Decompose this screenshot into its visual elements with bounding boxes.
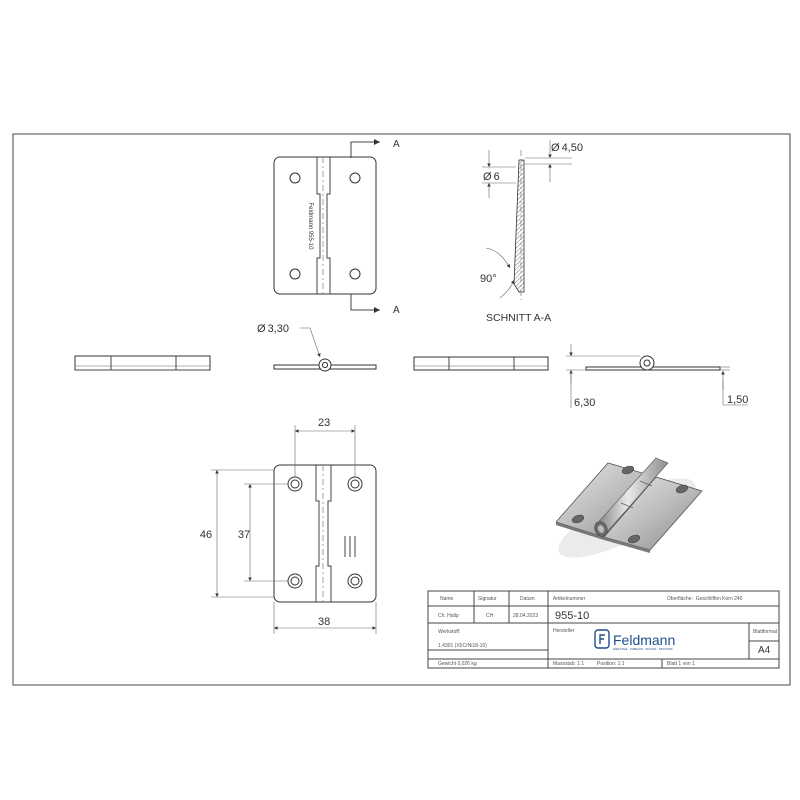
section-dia-outer: 4,50	[562, 142, 583, 154]
tb-blatt: Blatt 1 von 1	[667, 661, 695, 667]
section-marker-top: A	[393, 139, 400, 150]
tb-header-hersteller: Hersteller	[553, 628, 575, 634]
isometric-hinge-render	[555, 457, 703, 558]
tb-datum-value: 28.04.2023	[513, 613, 538, 619]
section-dia-inner: 6	[494, 171, 500, 183]
diameter-symbol: Ø	[483, 171, 492, 183]
logo-tagline: EDELSTAHL · ZUBEHÖR · TECHNIK · INDUSTRI…	[613, 647, 673, 651]
tb-werkstoff-value: 1.4301 (X5CrNi18-10)	[438, 643, 487, 649]
tb-header-datum: Datum	[520, 596, 535, 602]
tb-oberflaeche-value: Geschliffen Korn 240	[696, 596, 743, 602]
tb-header-blattformat: Blattformat	[753, 629, 778, 635]
top-front-view: Feldmann 955-10	[273, 156, 377, 295]
dim-total-height: 46	[200, 529, 212, 541]
part-engraving: Feldmann 955-10	[307, 202, 313, 250]
diameter-symbol: Ø	[551, 142, 560, 154]
drawing-frame	[12, 133, 791, 686]
svg-text:Oberfläche:Geschliffen Korn 24: Oberfläche:Geschliffen Korn 240	[667, 596, 743, 602]
side-view-right: 6,30 1,50	[566, 344, 748, 409]
section-marker-bottom: A	[393, 305, 400, 316]
tb-massstab-value: Position: 1:1	[597, 661, 625, 667]
title-block: Name Signatur Datum Artikelnummer Oberfl…	[427, 590, 780, 669]
dim-thickness: 1,50	[727, 394, 748, 406]
feldmann-logo: Feldmann EDELSTAHL · ZUBEHÖR · TECHNIK ·…	[594, 629, 675, 651]
dimensioned-front-view: 23 46 37 38	[200, 417, 377, 634]
section-title: SCHNITT A-A	[486, 312, 551, 324]
tb-header-werkstoff: Werkstoff:	[438, 629, 460, 635]
tb-header-signatur: Signatur	[478, 596, 497, 602]
section-angle: 90°	[480, 273, 497, 285]
tb-artikel-value: 955-10	[555, 610, 589, 622]
svg-text:Ø6: Ø6	[483, 171, 500, 183]
dim-hole-spacing-y: 37	[238, 529, 250, 541]
svg-text:Ø4,50: Ø4,50	[551, 142, 583, 154]
tb-blattformat-value: A4	[758, 645, 771, 656]
dim-height: 6,30	[574, 397, 595, 409]
tb-header-oberflaeche: Oberfläche:	[667, 596, 693, 602]
top-edge-view-left	[74, 355, 211, 371]
top-edge-view-right	[413, 356, 549, 371]
tb-signatur-value: CH	[486, 613, 494, 619]
tb-massstab-label: Massstab: 1:1	[553, 661, 584, 667]
diameter-symbol: Ø	[257, 323, 266, 335]
dim-hole-spacing-x: 23	[318, 417, 330, 429]
tb-gewicht: Gewicht 0,026 kg	[438, 661, 477, 667]
tb-name-value: Ch. Haltp	[438, 613, 459, 619]
logo-text: Feldmann	[613, 632, 675, 648]
svg-text:Ø3,30: Ø3,30	[257, 323, 289, 335]
tb-header-name: Name	[440, 596, 454, 602]
section-markers: A A	[350, 139, 400, 316]
tb-header-artikel: Artikelnummer	[553, 596, 586, 602]
dim-total-width: 38	[318, 616, 330, 628]
pin-diameter: 3,30	[268, 323, 289, 335]
